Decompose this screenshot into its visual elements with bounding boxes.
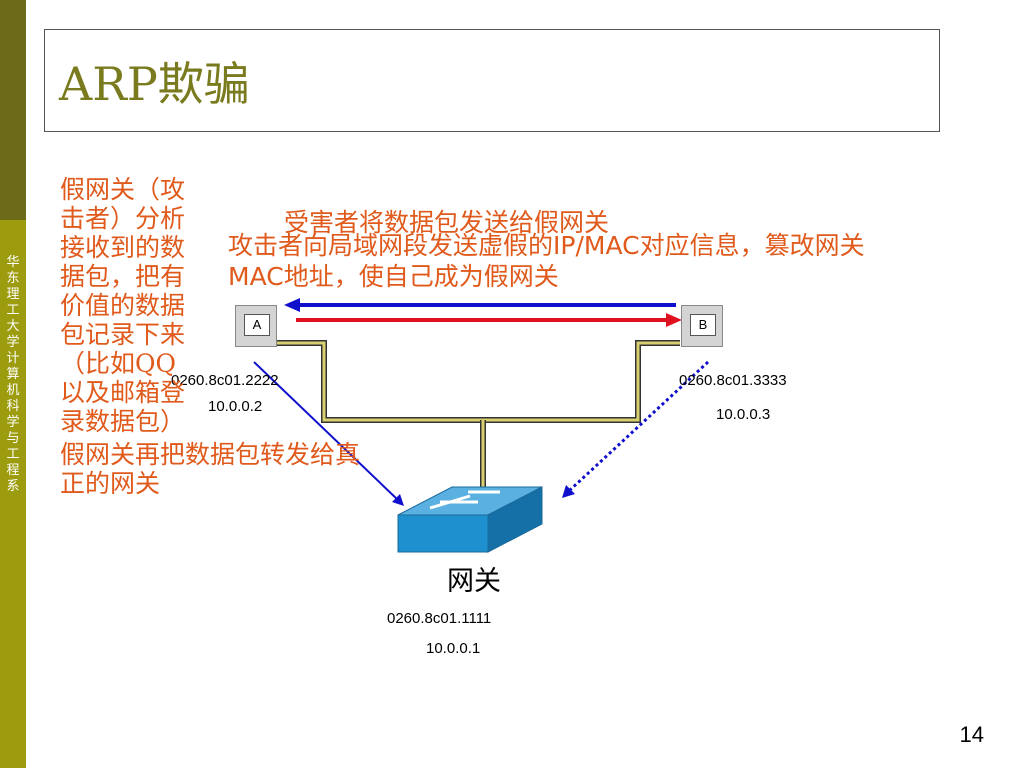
network-cables (276, 340, 680, 490)
attacker-analysis-text: 假网关（攻击者）分析接收到的数据包，把有价值的数据包记录下来（比如QQ以及邮箱登… (60, 175, 186, 436)
attacker-spoof-text: 攻击者向局域网段发送虚假的IP/MAC对应信息，篡改网关MAC地址，使自己成为假… (228, 231, 865, 291)
title-box: ARP欺骗 (44, 29, 940, 132)
host-a-ip: 10.0.0.2 (208, 398, 263, 415)
sidebar-top-band (0, 0, 26, 220)
gateway-mac: 0260.8c01.1111 (387, 610, 492, 627)
gateway-switch-icon (397, 486, 543, 553)
sidebar-bottom-band (0, 220, 26, 768)
slide-title: ARP欺骗 (59, 57, 250, 111)
host-a-mac: 0260.8c01.2222 (171, 372, 279, 389)
host-a-label: A (244, 314, 270, 336)
host-b-label: B (690, 314, 716, 336)
gateway-label: 网关 (447, 566, 501, 597)
victim-text: 受害者将数据包发送给假网关 (284, 208, 610, 237)
sidebar-label: 华东理工大学计算机科学与工程系 (6, 255, 20, 494)
arrow-a-to-b (296, 313, 682, 327)
gateway-ip: 10.0.0.1 (426, 640, 481, 657)
arrow-a-to-gateway (253, 361, 404, 506)
arrow-b-to-gateway (562, 360, 710, 498)
arrow-b-to-a (284, 298, 676, 312)
forward-text: 假网关再把数据包转发给真正的网关 (60, 440, 361, 498)
page-number: 14 (959, 722, 984, 747)
host-b-ip: 10.0.0.3 (716, 406, 771, 423)
host-b-mac: 0260.8c01.3333 (679, 372, 787, 389)
